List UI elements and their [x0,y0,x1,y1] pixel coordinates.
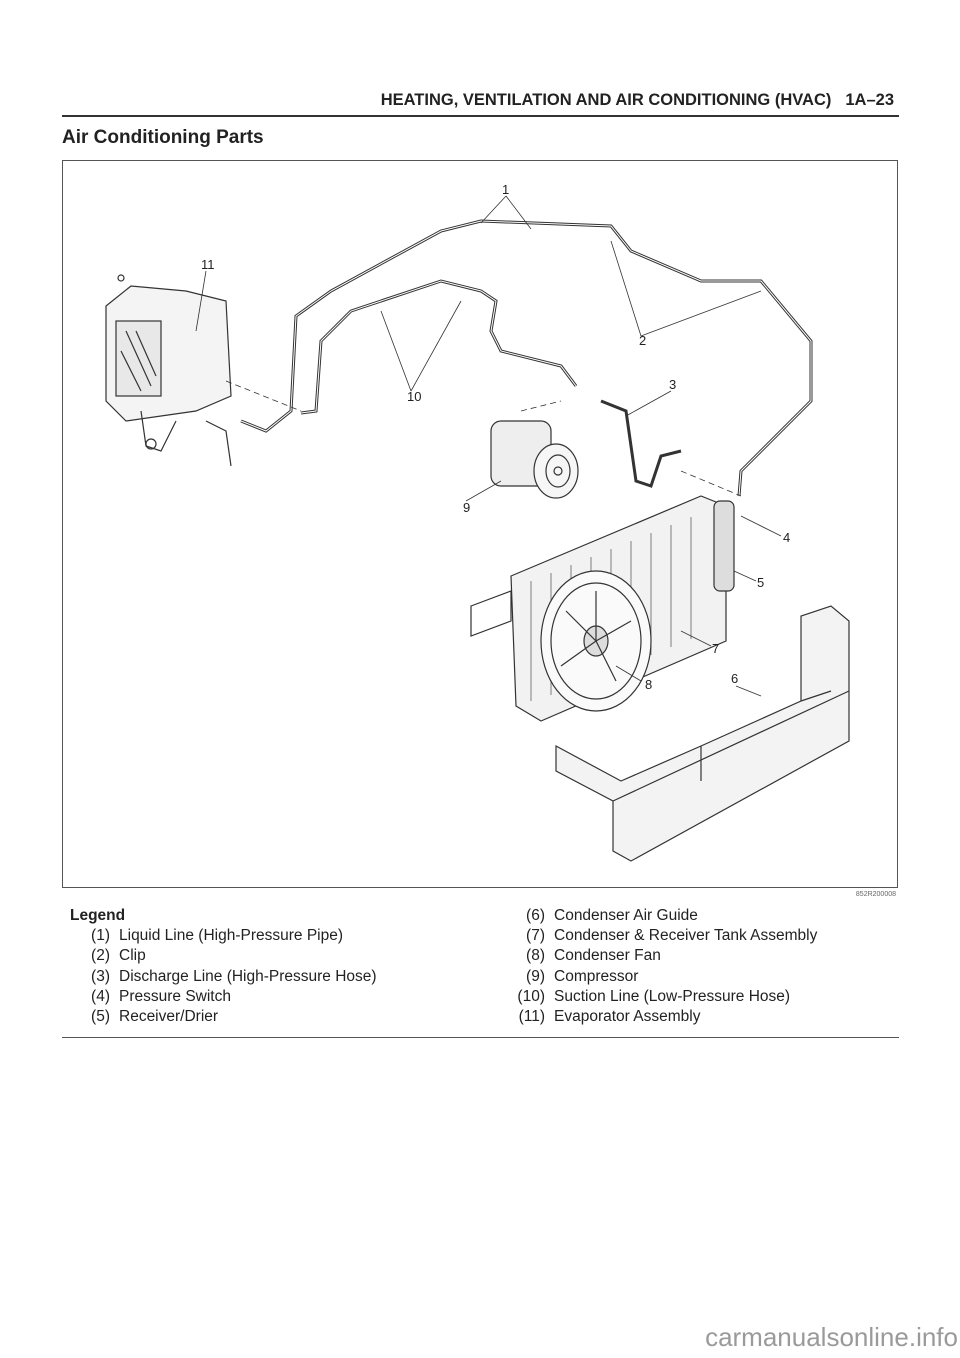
parts-illustration: 1 11 2 3 10 9 4 5 7 8 6 [62,160,898,888]
legend-num: (11) [518,1008,545,1026]
legend-item: (1) Liquid Line (High-Pressure Pipe) [70,926,377,946]
exploded-diagram: 1 11 2 3 10 9 4 5 7 8 6 [105,182,850,862]
legend-text: Pressure Switch [119,987,231,1005]
running-header: HEATING, VENTILATION AND AIR CONDITIONIN… [381,91,894,110]
legend-text: Condenser & Receiver Tank Assembly [554,927,818,945]
legend-text: Condenser Fan [554,947,661,965]
legend-item: (2) Clip [70,946,377,966]
condenser-fan [540,570,652,712]
legend-num: (4) [91,987,110,1005]
legend-item: (3) Discharge Line (High-Pressure Hose) [70,967,377,987]
callout-9: 9 [463,500,470,515]
callout-11: 11 [201,257,215,272]
legend-text: Suction Line (Low-Pressure Hose) [554,987,791,1005]
legend-item: (6) Condenser Air Guide [490,906,817,926]
evaporator-assembly [105,274,232,467]
callout-4: 4 [783,530,790,545]
callout-6: 6 [731,671,738,686]
compressor [490,420,579,499]
callout-1: 1 [502,182,509,197]
page-title: Air Conditioning Parts [62,127,264,148]
section-title: HEATING, VENTILATION AND AIR CONDITIONIN… [380,91,832,109]
page-number: 1A–23 [845,91,894,109]
legend-text: Evaporator Assembly [554,1008,701,1026]
legend-num: (5) [91,1008,110,1026]
legend-num: (6) [526,907,545,924]
discharge-hose [600,399,682,488]
legend-num: (9) [526,967,545,985]
legend-text: Receiver/Drier [119,1008,219,1026]
legend-item: (11) Evaporator Assembly [490,1007,817,1027]
legend-item: (10) Suction Line (Low-Pressure Hose) [490,987,817,1007]
legend-num: (2) [91,947,110,965]
figure-code: 852R200008 [855,891,896,898]
legend-item: (7) Condenser & Receiver Tank Assembly [490,926,817,946]
legend-num: (3) [91,967,110,985]
suction-line [300,279,578,415]
header-rule [62,115,899,117]
callout-5: 5 [757,575,764,590]
leader-lines [195,195,782,697]
condenser-air-guide [555,605,850,862]
legend-item: (5) Receiver/Drier [70,1007,377,1027]
legend-item: (8) Condenser Fan [490,946,817,966]
legend-text: Clip [119,947,146,965]
legend-text: Compressor [554,967,639,985]
callout-3: 3 [669,377,676,392]
legend-text: Condenser Air Guide [554,907,698,924]
callout-2: 2 [639,333,646,348]
legend-item: (9) Compressor [490,967,817,987]
legend-item: (4) Pressure Switch [70,987,377,1007]
legend-num: (1) [91,927,110,945]
callout-10: 10 [407,389,421,404]
legend-heading: Legend [70,907,126,924]
receiver-drier [713,500,735,592]
watermark: carmanualsonline.info [705,1322,958,1352]
legend-num: (7) [526,927,545,945]
legend-text: Discharge Line (High-Pressure Hose) [119,967,377,985]
callout-8: 8 [645,677,652,692]
legend-num: (10) [517,987,545,1005]
legend-text: Liquid Line (High-Pressure Pipe) [119,927,344,945]
callout-7: 7 [712,641,719,656]
bottom-rule [62,1037,899,1038]
legend-num: (8) [526,947,545,965]
legend-right: (6) Condenser Air Guide (7) Condenser & Re… [490,906,817,1027]
legend-left: Legend (1) Liquid Line (High-Pressure Pip… [70,906,377,1027]
